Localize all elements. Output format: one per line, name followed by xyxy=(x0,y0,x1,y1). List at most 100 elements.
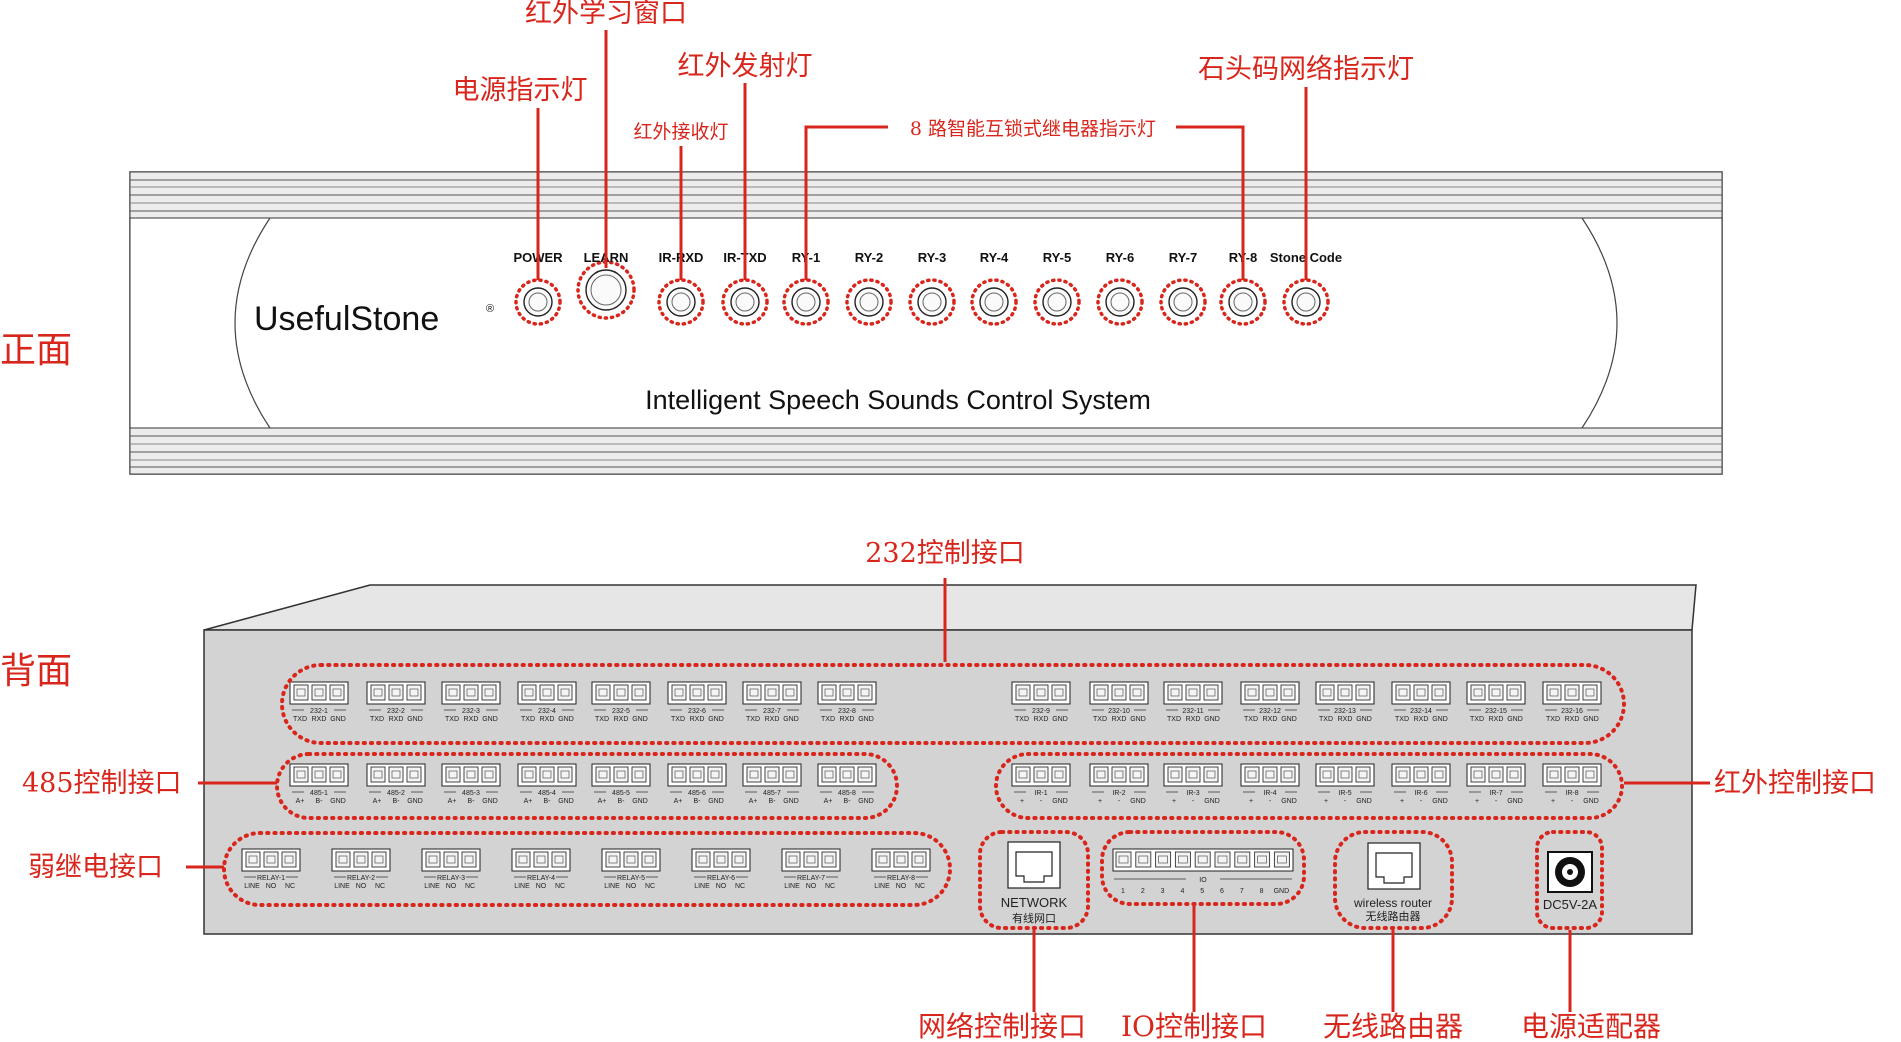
terminal-screw xyxy=(631,766,647,783)
led-icon xyxy=(523,287,553,317)
led-inner-ring xyxy=(671,292,691,312)
dc-power-jack[interactable]: DC5V-2A xyxy=(1543,851,1598,912)
terminal-block: IR-2+-GND xyxy=(1089,763,1149,805)
led-inner-ring xyxy=(1173,292,1193,312)
callout-network: 网络控制接口 xyxy=(918,1010,1086,1042)
terminal-pin-label: NO xyxy=(356,883,367,890)
terminal-pin-label: GND xyxy=(1130,798,1146,805)
terminal-pin-label: NC xyxy=(285,883,295,890)
terminal-pin-label: TXD xyxy=(370,716,384,723)
terminal-pin-label: GND xyxy=(632,716,648,723)
terminal-screw xyxy=(821,851,837,868)
terminal-screw-slot xyxy=(296,688,306,697)
callout-learn-window: 红外学习窗口 xyxy=(525,0,687,29)
led-icon xyxy=(1168,287,1198,317)
led-icon xyxy=(730,287,760,317)
callout-relay-leds: 8 路智能互锁式继电器指示灯 xyxy=(910,118,1156,140)
terminal-screw-slot xyxy=(409,688,419,697)
terminal-pin-label: GND xyxy=(783,716,799,723)
terminal-screw xyxy=(875,851,891,868)
terminal-screw-slot xyxy=(524,770,534,779)
io-screw-slot xyxy=(1158,855,1168,864)
terminal-screw xyxy=(623,851,639,868)
terminal-pin-label: - xyxy=(1269,798,1272,805)
terminal-screw xyxy=(1319,766,1335,783)
terminal-pin-label: GND xyxy=(330,716,346,723)
terminal-screw xyxy=(406,766,422,783)
io-screw-slot xyxy=(1217,855,1228,864)
terminal-screw xyxy=(353,851,369,868)
terminal-screw xyxy=(1506,766,1522,783)
terminal-screw xyxy=(263,851,279,868)
terminal-screw xyxy=(1488,766,1504,783)
terminal-screw xyxy=(821,684,837,701)
terminal-name: 485-5 xyxy=(612,790,630,797)
led-inner-ring xyxy=(590,274,622,306)
terminal-screw xyxy=(1488,684,1504,701)
terminal-screw xyxy=(1319,684,1335,701)
terminal-screw-slot xyxy=(373,688,383,697)
terminal-pin-label: NC xyxy=(465,883,475,890)
terminal-block: 485-2A+B-GND xyxy=(366,763,426,805)
terminal-pin-label: RXD xyxy=(1489,716,1504,723)
terminal-screw xyxy=(1093,684,1109,701)
terminal-screw xyxy=(605,851,621,868)
terminal-screw xyxy=(857,766,873,783)
terminal-screw-slot xyxy=(692,770,702,779)
terminal-block: 485-8A+B-GND xyxy=(817,763,877,805)
terminal-screw-slot xyxy=(1188,770,1198,779)
terminal-screw-slot xyxy=(860,688,870,697)
terminal-screw-slot xyxy=(536,855,546,864)
terminal-name: IR-4 xyxy=(1263,790,1276,797)
terminal-pin-label: GND xyxy=(858,716,874,723)
indicator-highlight-ring xyxy=(1033,278,1081,326)
terminal-screw-slot xyxy=(878,855,888,864)
terminal-screw xyxy=(893,851,909,868)
rear-group-outlines xyxy=(222,663,1626,930)
terminal-screw xyxy=(533,851,549,868)
terminal-pin-label: NO xyxy=(266,883,277,890)
terminal-screw-slot xyxy=(1170,688,1180,697)
terminal-screw-slot xyxy=(1491,688,1501,697)
io-pin-label: 3 xyxy=(1161,888,1165,895)
terminal-screw-slot xyxy=(1206,770,1216,779)
io-screw-slot xyxy=(1118,855,1129,864)
io-screw xyxy=(1135,851,1152,868)
terminal-name: IR-2 xyxy=(1112,790,1125,797)
led-inner-ring xyxy=(922,292,942,312)
terminal-pin-label: TXD xyxy=(746,716,760,723)
terminal-name: 485-6 xyxy=(688,790,706,797)
terminal-screw xyxy=(1280,684,1296,701)
terminal-block: IR-5+-GND xyxy=(1315,763,1375,805)
terminal-pin-label: RXD xyxy=(1112,716,1127,723)
terminal-pin-label: TXD xyxy=(1093,716,1107,723)
terminal-screw-slot xyxy=(1416,770,1426,779)
terminal-screw-slot xyxy=(1283,688,1293,697)
io-screw-slot xyxy=(1257,855,1267,864)
terminal-pin-label: A+ xyxy=(598,798,607,805)
led-icon xyxy=(854,287,884,317)
terminal-screw xyxy=(1470,766,1486,783)
terminal-screw xyxy=(631,684,647,701)
terminal-pin-label: A+ xyxy=(296,798,305,805)
rear-side-label: 背面 xyxy=(0,651,72,692)
router-sub-label: 无线路由器 xyxy=(1366,909,1421,923)
io-pin-label: GND xyxy=(1274,888,1290,895)
terminal-pin-label: GND xyxy=(558,716,574,723)
terminal-pin-label: + xyxy=(1324,798,1328,805)
terminal-screw-slot xyxy=(1509,688,1519,697)
terminal-screw-slot xyxy=(1247,688,1257,697)
terminal-pin-label: GND xyxy=(708,798,724,805)
terminal-screw-slot xyxy=(860,770,870,779)
terminal-screw-slot xyxy=(391,688,401,697)
terminal-screw-slot xyxy=(1132,688,1142,697)
terminal-screw-slot xyxy=(560,770,570,779)
terminal-pin-label: LINE xyxy=(604,883,620,890)
terminal-screw xyxy=(1033,684,1049,701)
network-label: NETWORK xyxy=(1001,895,1068,910)
